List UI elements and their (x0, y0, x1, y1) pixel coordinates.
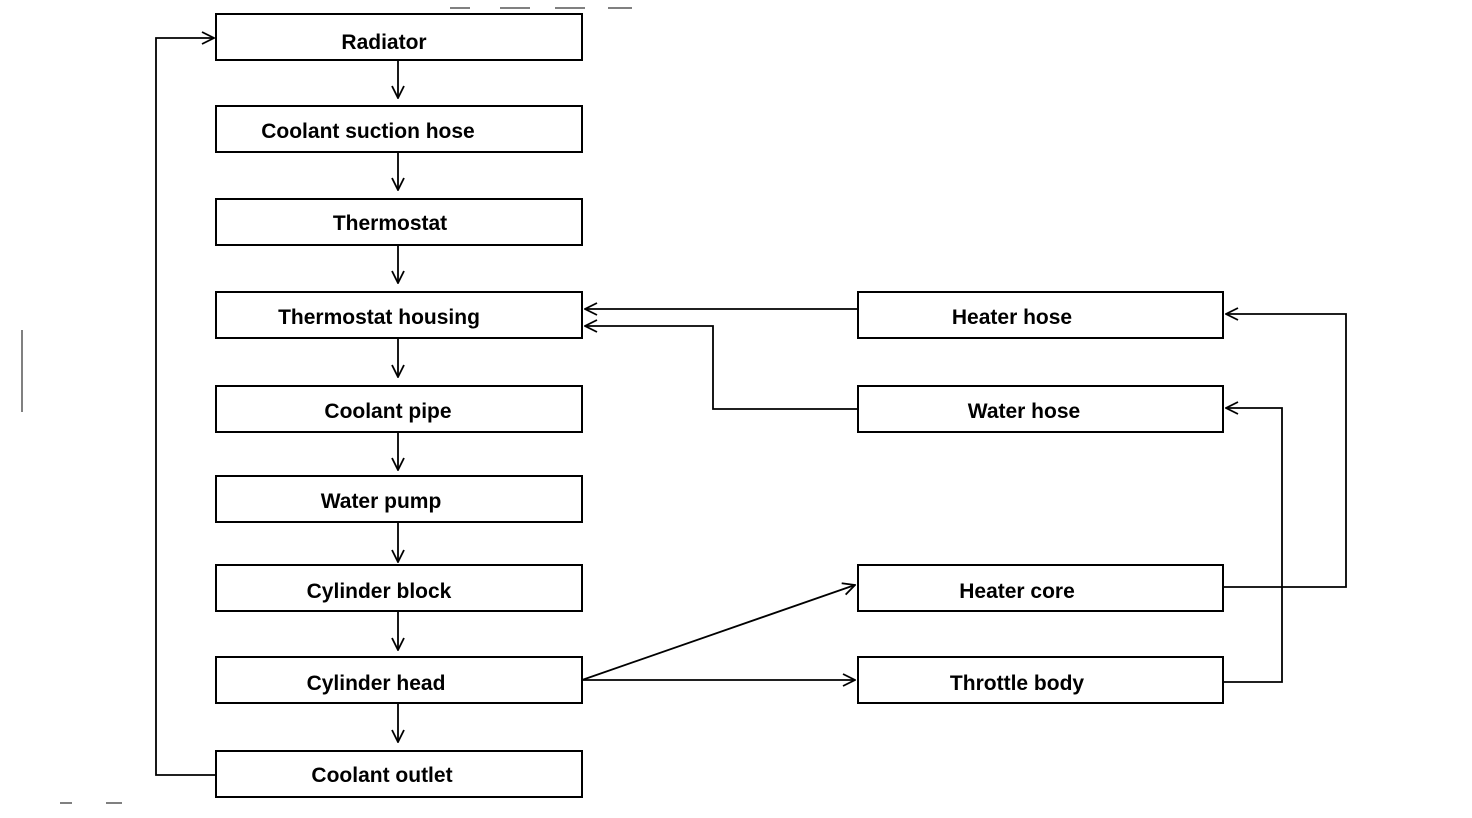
node-label: Throttle body (950, 672, 1084, 695)
node-coolant-pipe: Coolant pipe (215, 385, 583, 433)
scan-artifacts (21, 7, 632, 804)
node-throttle-body: Throttle body (857, 656, 1224, 704)
edge-head-to-heater-core (581, 585, 855, 681)
node-heater-hose: Heater hose (857, 291, 1224, 339)
node-coolant-suction-hose: Coolant suction hose (215, 105, 583, 153)
node-cylinder-block: Cylinder block (215, 564, 583, 612)
node-label: Thermostat housing (278, 306, 480, 329)
edge-throttle-body-to-water-hose (1223, 408, 1283, 683)
node-thermostat: Thermostat (215, 198, 583, 246)
node-radiator: Radiator (215, 13, 583, 61)
node-label: Radiator (341, 31, 426, 54)
node-label: Cylinder head (307, 672, 446, 695)
node-thermostat-housing: Thermostat housing (215, 291, 583, 339)
edge-outlet-to-radiator (155, 38, 217, 776)
node-label: Water pump (321, 490, 442, 513)
node-label: Water hose (968, 400, 1080, 423)
node-label: Thermostat (333, 212, 447, 235)
node-cylinder-head: Cylinder head (215, 656, 583, 704)
node-label: Coolant outlet (311, 764, 452, 787)
edges (155, 38, 1347, 776)
node-label: Coolant pipe (324, 400, 451, 423)
node-heater-core: Heater core (857, 564, 1224, 612)
node-label: Cylinder block (307, 580, 452, 603)
edge-water-hose-to-housing (585, 326, 858, 410)
node-water-hose: Water hose (857, 385, 1224, 433)
node-water-pump: Water pump (215, 475, 583, 523)
node-label: Heater hose (952, 306, 1072, 329)
node-coolant-outlet: Coolant outlet (215, 750, 583, 798)
node-label: Coolant suction hose (261, 120, 475, 143)
edge-heater-core-to-heater-hose (1223, 314, 1347, 588)
node-label: Heater core (959, 580, 1075, 603)
